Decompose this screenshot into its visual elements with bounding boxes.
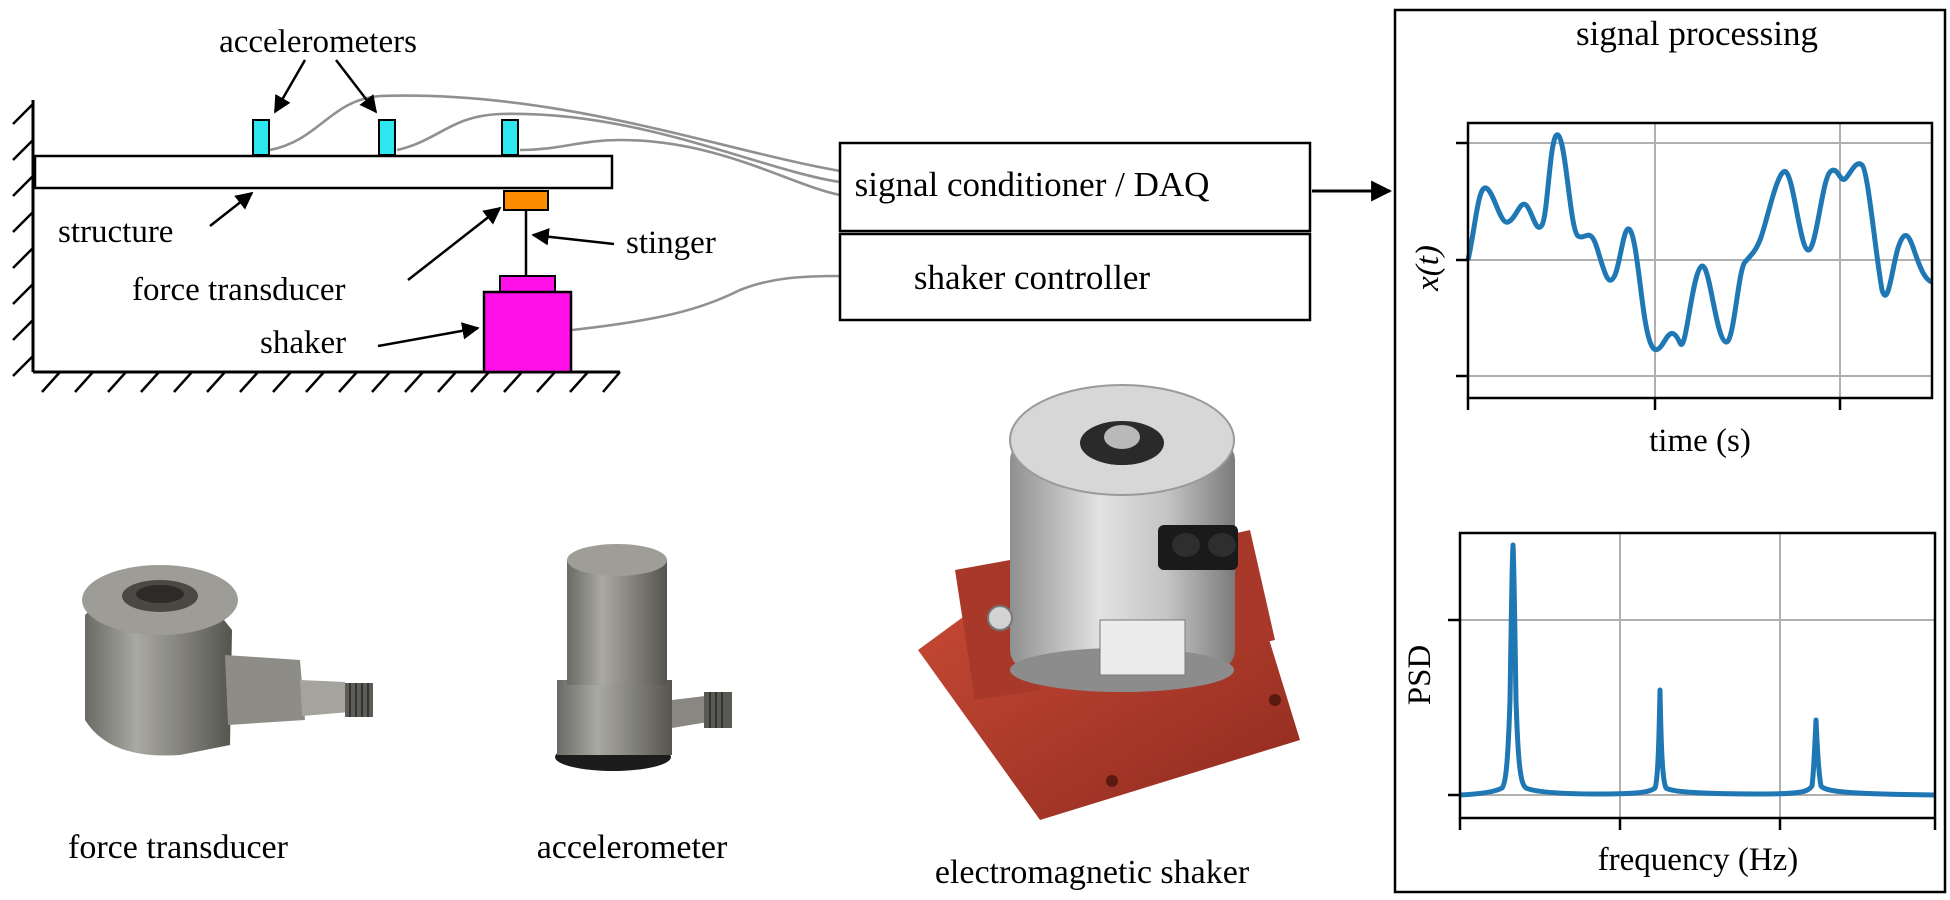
psd-curve	[1459, 542, 1936, 798]
label-shaker: shaker	[260, 325, 346, 361]
psd-plot-ylabel: PSD	[1402, 645, 1438, 706]
controller-label: shaker controller	[914, 258, 1150, 297]
arrow-to-force-transducer	[407, 206, 502, 281]
psd-plot: PSD frequency (Hz)	[1402, 531, 1937, 878]
time-history-plot: x(t) time (s)	[1410, 121, 1934, 459]
accelerometer-2	[378, 119, 396, 156]
arrow-to-accelerometer-1	[273, 59, 307, 114]
label-structure: structure	[58, 214, 173, 250]
daq-label: signal conditioner / DAQ	[855, 165, 1210, 204]
accelerometer-1	[252, 119, 270, 156]
time-plot-xlabel: time (s)	[1649, 423, 1751, 459]
shaker-body	[482, 290, 573, 374]
shaker-top	[499, 275, 556, 293]
photo-caption-electromagnetic-shaker: electromagnetic shaker	[935, 854, 1250, 891]
time-plot-grid	[1468, 123, 1932, 398]
accelerometer-photo	[555, 544, 732, 771]
psd-plot-ticks	[1448, 618, 1937, 830]
arrow-to-shaker	[377, 322, 480, 348]
electromagnetic-shaker-photo	[918, 384, 1300, 820]
controller-box	[838, 232, 1312, 322]
time-plot-ylabel: x(t)	[1410, 245, 1446, 292]
force-transducer	[503, 190, 549, 211]
time-signal-curve	[1465, 132, 1934, 353]
daq-box	[838, 141, 1312, 233]
label-accelerometers: accelerometers	[219, 24, 417, 60]
signal-processing-panel: signal processing x(t) time (s)	[1393, 8, 1947, 894]
sensor-cables	[269, 94, 841, 332]
arrow-to-stinger	[531, 228, 615, 246]
label-stinger: stinger	[626, 225, 716, 261]
signal-processing-title: signal processing	[1576, 14, 1818, 53]
signal-processing-frame	[1393, 8, 1947, 894]
accelerometer-3	[501, 119, 519, 156]
photo-caption-force-transducer: force transducer	[68, 829, 289, 866]
psd-plot-axes	[1458, 531, 1937, 820]
structure-beam	[33, 154, 614, 190]
photo-caption-accelerometer: accelerometer	[537, 829, 728, 866]
psd-plot-xlabel: frequency (Hz)	[1598, 842, 1799, 878]
instrument-boxes: signal conditioner / DAQ shaker controll…	[838, 141, 1393, 322]
test-setup-schematic: accelerometers structure force transduce…	[12, 24, 841, 393]
arrow-to-structure	[209, 191, 254, 227]
force-transducer-photo	[82, 565, 373, 756]
ground-hatching	[41, 371, 621, 393]
label-force-transducer: force transducer	[132, 272, 345, 308]
arrow-to-accelerometer-2	[335, 59, 378, 114]
time-plot-ticks	[1456, 141, 1842, 410]
wall-hatching	[12, 103, 34, 377]
